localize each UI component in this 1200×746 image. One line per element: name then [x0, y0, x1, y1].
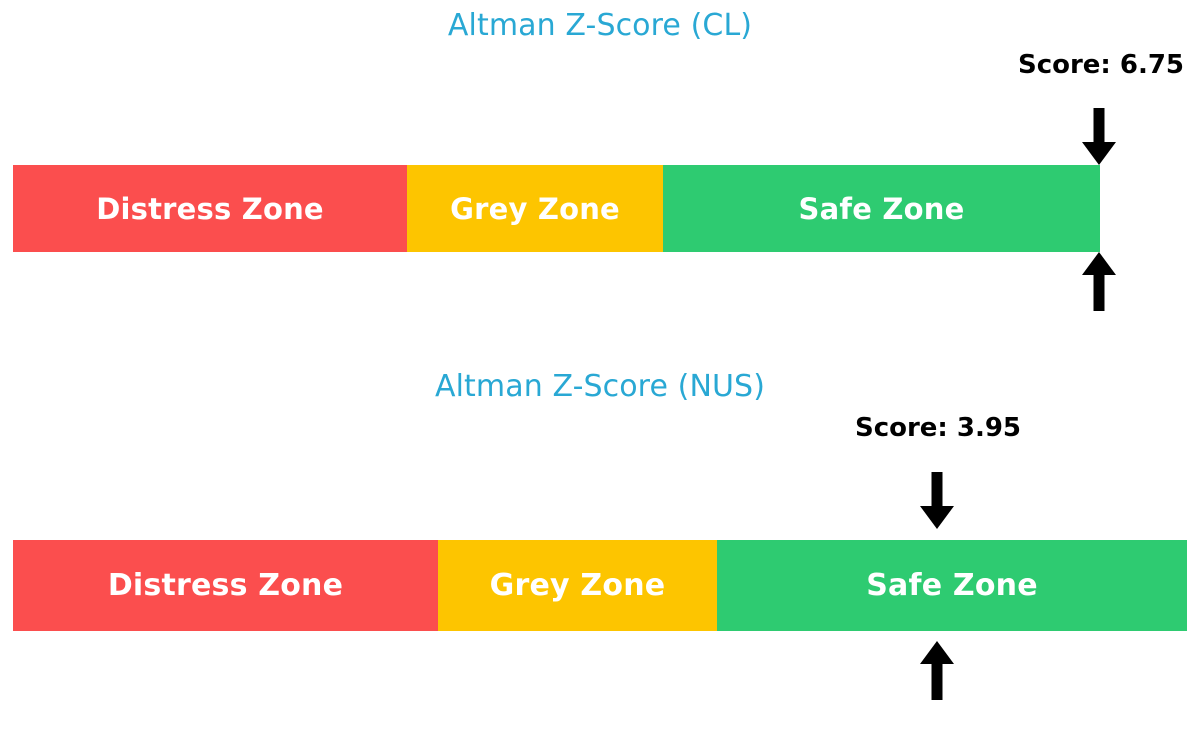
- zone-label: Safe Zone: [798, 191, 965, 226]
- zone-label: Grey Zone: [489, 567, 666, 603]
- zone-label: Distress Zone: [96, 191, 324, 226]
- zone-distress-nus: Distress Zone: [13, 540, 438, 631]
- zone-grey-nus: Grey Zone: [438, 540, 717, 631]
- arrow-head: [1082, 142, 1116, 165]
- zone-label: Grey Zone: [450, 191, 620, 226]
- arrow-down-icon: [1082, 108, 1116, 165]
- arrow-down-icon: [920, 472, 954, 529]
- arrow-shaft: [1093, 273, 1105, 311]
- zone-grey-cl: Grey Zone: [407, 165, 663, 252]
- score-annotation-nus: Score: 3.95: [854, 413, 1022, 443]
- arrow-up-icon: [920, 641, 954, 700]
- page-title-cl: Altman Z-Score (CL): [447, 8, 753, 43]
- zone-distress-cl: Distress Zone: [13, 165, 407, 252]
- page-title-nus: Altman Z-Score (NUS): [434, 369, 766, 404]
- arrow-head: [1082, 252, 1116, 275]
- zone-safe-cl: Safe Zone: [663, 165, 1100, 252]
- zone-label: Safe Zone: [866, 567, 1038, 603]
- zone-safe-nus: Safe Zone: [717, 540, 1187, 631]
- zone-bar-nus: Distress Zone Grey Zone Safe Zone: [13, 540, 1187, 631]
- arrow-shaft: [931, 662, 943, 700]
- arrow-shaft: [1093, 108, 1105, 145]
- score-annotation-cl: Score: 6.75: [1017, 50, 1185, 80]
- arrow-up-icon: [1082, 252, 1116, 311]
- zone-label: Distress Zone: [107, 567, 344, 603]
- zone-bar-cl: Distress Zone Grey Zone Safe Zone: [13, 165, 1100, 252]
- arrow-shaft: [931, 472, 943, 509]
- arrow-head: [920, 506, 954, 529]
- arrow-head: [920, 641, 954, 664]
